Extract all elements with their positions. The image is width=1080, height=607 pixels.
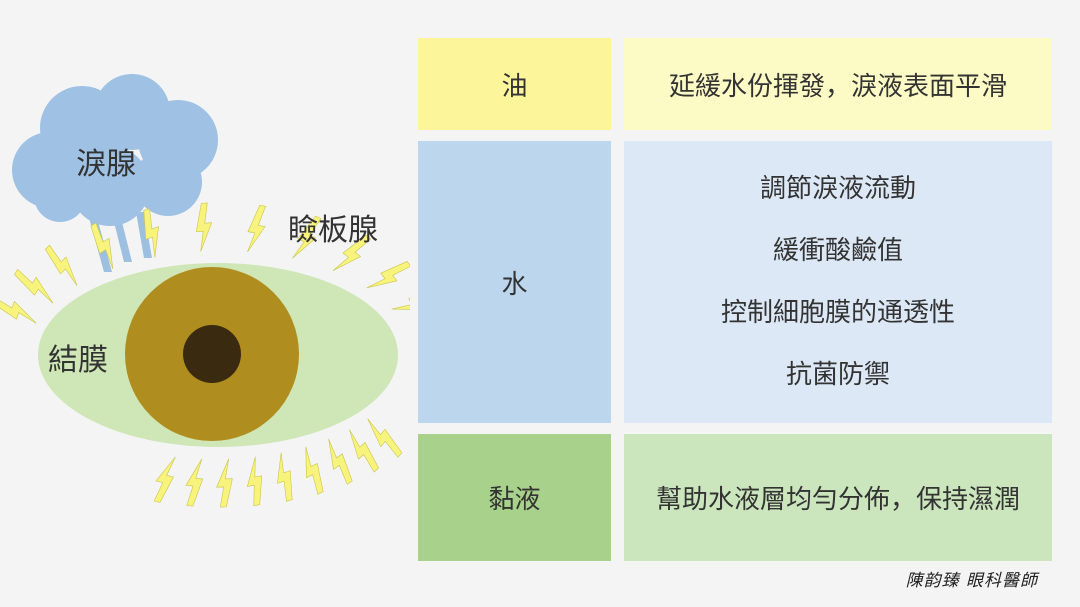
- lightning-icon: [143, 208, 159, 258]
- lightning-icon: [391, 292, 410, 310]
- water-function-2: 緩衝酸鹼值: [772, 235, 903, 266]
- oil-function-text: 延緩水份揮發，淚液表面平滑: [668, 71, 1007, 102]
- lightning-icon: [185, 458, 204, 507]
- oil-layer-label: 油: [418, 38, 611, 130]
- oil-layer-function: 延緩水份揮發，淚液表面平滑: [624, 38, 1052, 130]
- cloud-icon: [12, 74, 218, 226]
- tear-streak: [112, 214, 132, 262]
- lightning-icon: [328, 438, 353, 485]
- water-function-1: 調節淚液流動: [759, 173, 916, 204]
- lightning-icon: [246, 456, 263, 507]
- author-signature: 陳韵臻 眼科醫師: [905, 571, 1038, 591]
- water-function-3: 控制細胞膜的通透性: [720, 297, 955, 328]
- lightning-icon: [332, 234, 371, 271]
- water-function-4: 抗菌防禦: [785, 359, 890, 390]
- lightning-icon: [195, 202, 213, 252]
- lightning-icon: [90, 222, 114, 269]
- lightning-icon: [247, 205, 267, 253]
- lightning-icon: [366, 261, 410, 289]
- lightning-icon: [349, 429, 379, 473]
- lightning-icon: [305, 446, 324, 495]
- tear-streak: [136, 212, 152, 258]
- pupil: [183, 325, 241, 383]
- lacrimal-gland-label: 淚腺: [76, 147, 136, 182]
- lightning-icon: [292, 215, 322, 259]
- meibomian-gland-label: 瞼板腺: [288, 213, 378, 248]
- lightning-icon: [367, 418, 403, 458]
- water-layer-functions: 調節淚液流動 緩衝酸鹼值 控制細胞膜的通透性 抗菌防禦: [624, 141, 1052, 423]
- lightning-icon: [0, 296, 37, 324]
- lightning-icon: [153, 456, 176, 503]
- spark-group: [0, 202, 410, 508]
- lightning-icon: [14, 268, 54, 304]
- lightning-icon: [216, 458, 233, 508]
- mucus-function-text: 幫助水液層均勻分佈，保持濕潤: [655, 485, 1020, 515]
- lightning-icon: [44, 244, 78, 286]
- mucus-layer-label: 黏液: [418, 434, 611, 561]
- mucus-layer-function: 幫助水液層均勻分佈，保持濕潤: [624, 434, 1052, 561]
- conjunctiva-label: 結膜: [48, 343, 108, 378]
- lightning-icon: [277, 452, 293, 502]
- eye-diagram: [0, 74, 410, 508]
- water-layer-label: 水: [418, 141, 611, 423]
